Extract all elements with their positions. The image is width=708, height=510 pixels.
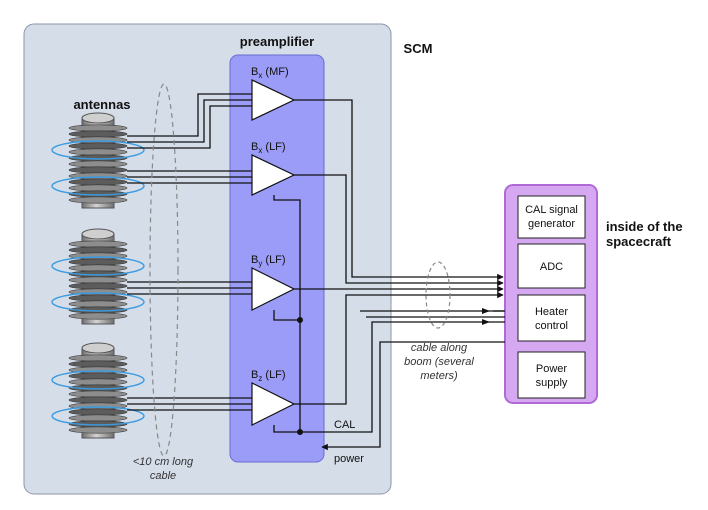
cal-generator-box <box>517 195 586 239</box>
power-label: power <box>334 453 364 465</box>
heater-control-label-line1: Heater <box>535 306 568 318</box>
power-supply-label-line2: supply <box>536 377 568 389</box>
cal-generator-label-line1: CAL signal <box>525 204 578 216</box>
amp-bx-mf <box>251 79 296 121</box>
spacecraft-box <box>504 184 598 404</box>
spacecraft-unit-boxes <box>517 195 586 399</box>
antenna-coil <box>51 112 145 209</box>
spacecraft-title-line2: spacecraft <box>606 234 672 249</box>
boom-cable-label-line1: cable along <box>411 342 468 354</box>
short-cable-label-line2: cable <box>150 470 176 482</box>
junction-dots <box>297 317 303 435</box>
amp-bz-lf <box>251 382 296 426</box>
boom-cable-ellipse <box>425 261 451 329</box>
spacecraft-title-line1: inside of the <box>606 219 683 234</box>
short-cable-label-line1: <10 cm long <box>133 456 194 468</box>
boom-cable-label-line3: meters) <box>420 370 458 382</box>
power-supply-box <box>517 351 586 399</box>
antennas-title: antennas <box>73 97 130 112</box>
heater-control-box <box>517 294 586 342</box>
adc-box <box>517 243 586 289</box>
antenna-coil <box>51 228 145 325</box>
amp-label-bx-lf: Bx (LF) <box>251 141 286 155</box>
amp-label-by-lf: By (LF) <box>251 254 286 268</box>
short-cable-ellipse <box>149 83 179 457</box>
power-supply-label-line1: Power <box>536 363 568 375</box>
antenna-coil <box>51 342 145 439</box>
cal-arrows <box>482 308 490 325</box>
cal-label: CAL <box>334 419 355 431</box>
cal-generator-label-line2: generator <box>528 218 575 230</box>
antennas-group <box>51 112 145 439</box>
amplifiers <box>251 79 296 426</box>
scm-title: SCM <box>404 41 433 56</box>
wiring <box>127 93 505 451</box>
amp-by-lf <box>251 267 296 311</box>
amp-label-bz-lf: Bz (LF) <box>251 369 286 383</box>
heater-control-label-line2: control <box>535 320 568 332</box>
preamplifier-title: preamplifier <box>240 34 314 49</box>
amp-label-bx-mf: Bx (MF) <box>251 66 289 80</box>
amp-bx-lf <box>251 154 296 196</box>
adc-label: ADC <box>540 261 563 273</box>
boom-cable-label-line2: boom (several <box>404 356 474 368</box>
